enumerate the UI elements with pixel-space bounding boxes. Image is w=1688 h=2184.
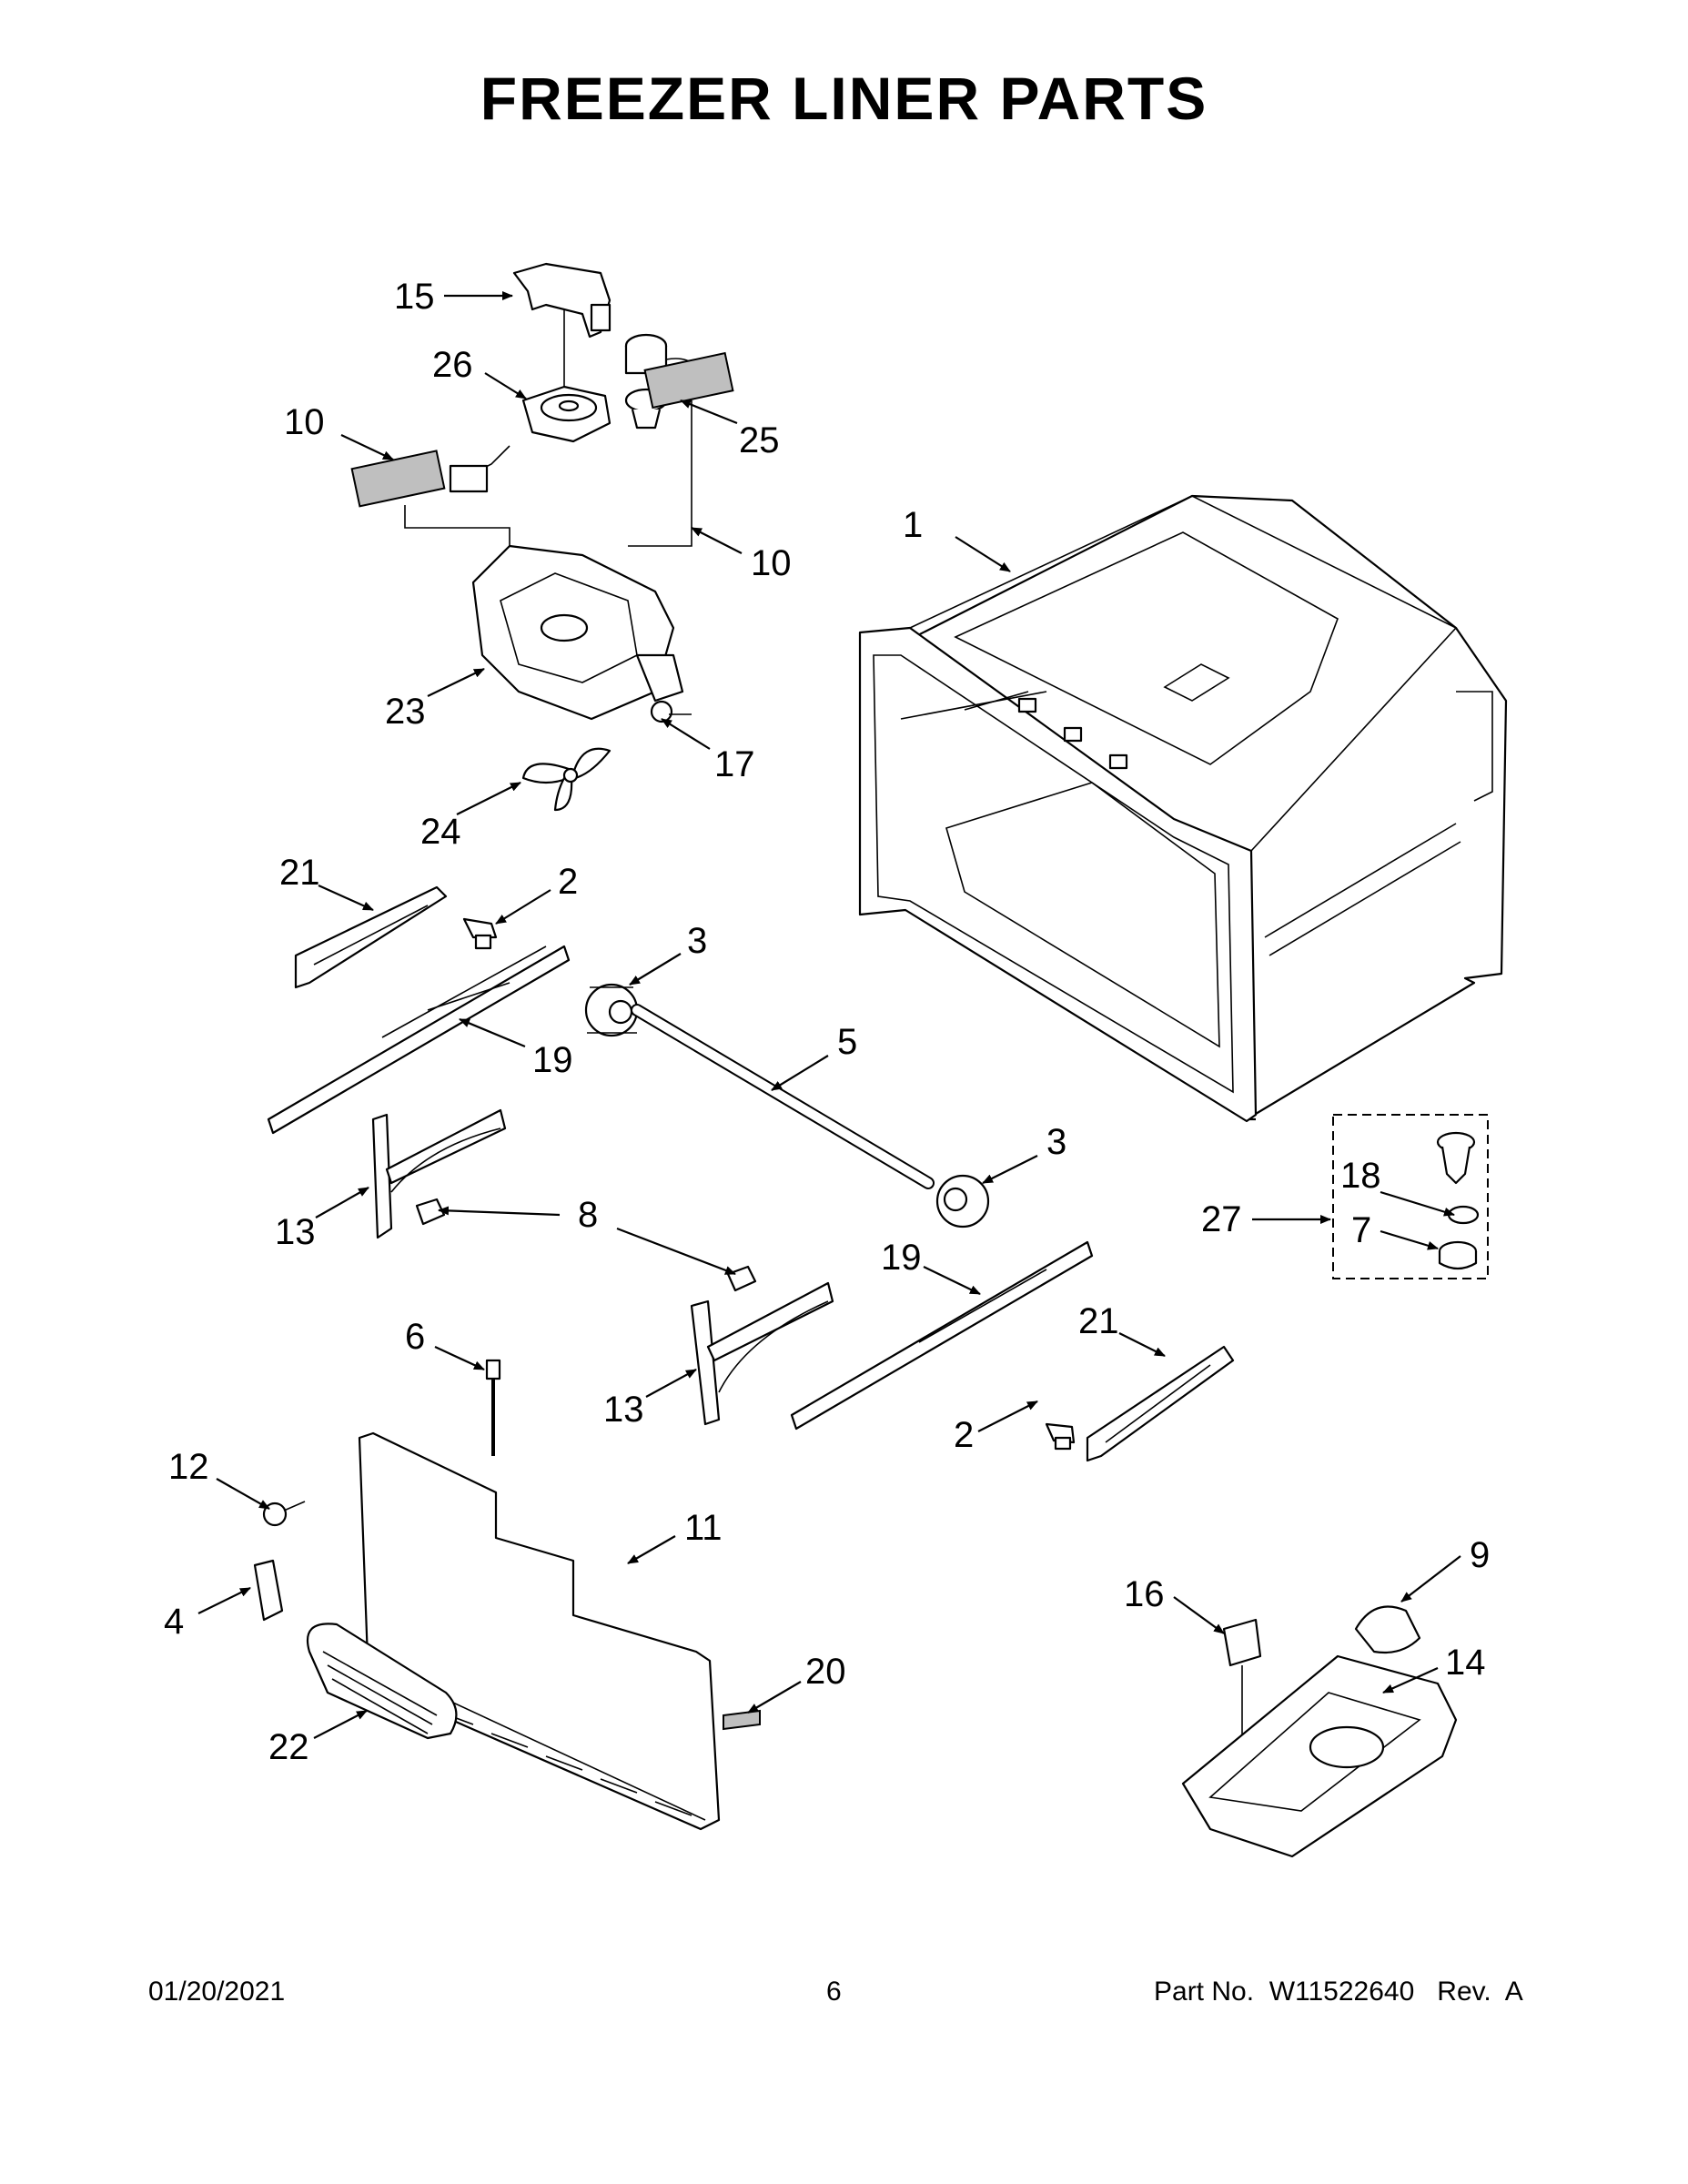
callout-16: 16 [1124, 1574, 1165, 1614]
callout-10-left: 10 [284, 402, 325, 442]
part-26-fan-motor [449, 385, 612, 493]
part-19-slide-rail-left [267, 945, 571, 1135]
part-12-screw [262, 1501, 306, 1527]
callout-5: 5 [837, 1022, 857, 1062]
callout-9: 9 [1470, 1535, 1490, 1575]
part-19-slide-rail-right [790, 1240, 1094, 1431]
part-22-grille [306, 1623, 458, 1740]
part-9-knob [1354, 1605, 1421, 1654]
part-7-washer [1438, 1240, 1478, 1270]
part-4-clip [253, 1559, 284, 1622]
part-13-brace-right [690, 1281, 834, 1426]
callout-7: 7 [1351, 1210, 1371, 1250]
callout-6: 6 [405, 1317, 425, 1357]
callout-19-right: 19 [881, 1238, 922, 1278]
footer-date: 01/20/2021 [148, 1977, 286, 2007]
part-3-gear-lower [935, 1174, 990, 1228]
callout-15: 15 [394, 277, 435, 317]
callout-21-left: 21 [279, 853, 320, 893]
callout-8: 8 [578, 1195, 598, 1235]
callout-13-right: 13 [603, 1390, 644, 1430]
part-21-rail-bracket-right [1086, 1345, 1235, 1462]
part-14-housing [1181, 1654, 1458, 1858]
part-1-freezer-liner [858, 494, 1508, 1123]
part-23-fan-housing [471, 544, 684, 721]
callout-12: 12 [168, 1447, 209, 1487]
callout-25: 25 [739, 420, 780, 460]
callout-4: 4 [164, 1602, 184, 1642]
callout-19-left: 19 [532, 1040, 573, 1080]
part-2-screw-left [462, 917, 498, 950]
part-10-foam-pad-right [643, 351, 734, 410]
part-15-bracket [512, 262, 612, 391]
part-8-screw-right [726, 1265, 757, 1292]
callout-11: 11 [684, 1508, 723, 1548]
footer-part-number: Part No. W11522640 Rev. A [1154, 1977, 1523, 2007]
callout-22: 22 [268, 1727, 309, 1767]
part-11-panel [358, 1431, 721, 1831]
callout-3-lower: 3 [1046, 1122, 1066, 1162]
footer-page-number: 6 [826, 1977, 842, 2007]
callout-13-left: 13 [275, 1212, 316, 1252]
callout-3-upper: 3 [687, 921, 707, 961]
callout-27: 27 [1201, 1199, 1242, 1239]
callout-2-right: 2 [954, 1415, 974, 1455]
callout-10-right: 10 [751, 543, 792, 583]
callout-18: 18 [1340, 1156, 1381, 1196]
part-21-rail-bracket-left [294, 885, 448, 989]
part-27-group-box [1332, 1114, 1489, 1279]
part-13-brace-left [371, 1108, 507, 1239]
callout-24: 24 [420, 812, 461, 852]
part-24-fan-blade [521, 747, 612, 812]
part-20-foam-strip [723, 1709, 761, 1731]
callout-20: 20 [805, 1652, 846, 1692]
callout-21-right: 21 [1078, 1301, 1119, 1341]
part-17-screw [650, 700, 692, 723]
page-title: FREEZER LINER PARTS [480, 65, 1208, 132]
callout-1: 1 [903, 505, 923, 545]
callout-26: 26 [432, 345, 473, 385]
part-18-fitting [1436, 1131, 1480, 1225]
part-6-pin [485, 1359, 501, 1456]
callout-17: 17 [714, 744, 755, 784]
callout-2-left: 2 [558, 862, 578, 902]
callout-23: 23 [385, 692, 426, 732]
part-8-screw-left [415, 1198, 446, 1226]
callout-14: 14 [1445, 1643, 1486, 1683]
part-10-foam-pad-left [350, 450, 446, 508]
part-3-gear-upper [584, 983, 639, 1037]
part-2-screw-right [1045, 1422, 1076, 1451]
